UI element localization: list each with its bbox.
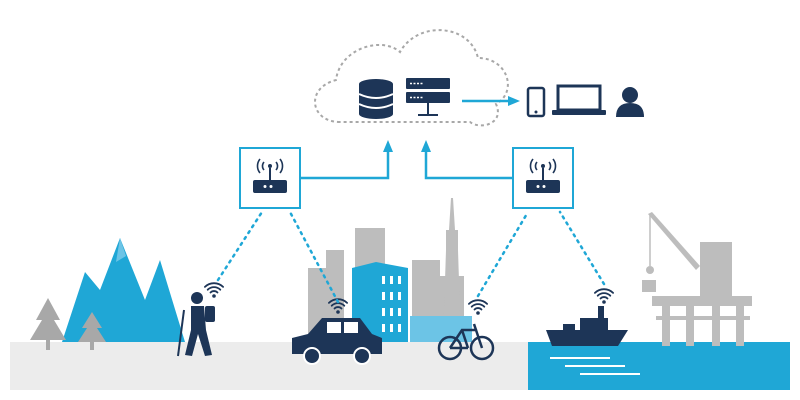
ground [10,342,530,390]
wifi-signals [204,282,614,315]
gateway-router-icon [526,158,560,193]
gateway-right [512,147,574,209]
bicycle-icon [437,323,495,361]
laptop-icon [552,84,606,115]
water-waves [550,357,640,375]
arrow-to-devices [462,96,520,106]
link-car-gateway [288,210,340,304]
wifi-signal-icon [468,299,488,315]
dotted-links [216,210,606,304]
link-ship-gateway [558,210,606,286]
link-hiker-gateway [216,210,264,282]
server-icon [406,78,450,116]
wifi-signal-icon [594,288,614,304]
wifi-signal-icon [204,282,224,298]
mountain-icon [62,238,185,342]
hiker-icon [177,292,215,357]
link-bicycle-gateway [476,210,530,298]
arrow-left-gateway-to-cloud [300,140,393,180]
smartphone-icon [526,86,546,118]
tree-icon [78,312,106,350]
tree-icon [30,298,66,350]
ship-icon [546,306,628,346]
arrow-right-gateway-to-cloud [421,140,513,180]
user-icon [616,87,644,117]
gateway-router-icon [253,158,287,193]
cloud-icon [314,29,509,127]
car-icon [292,318,382,365]
database-icon [358,79,394,119]
offshore-rig-icon [642,212,752,346]
gateway-left [239,147,301,209]
